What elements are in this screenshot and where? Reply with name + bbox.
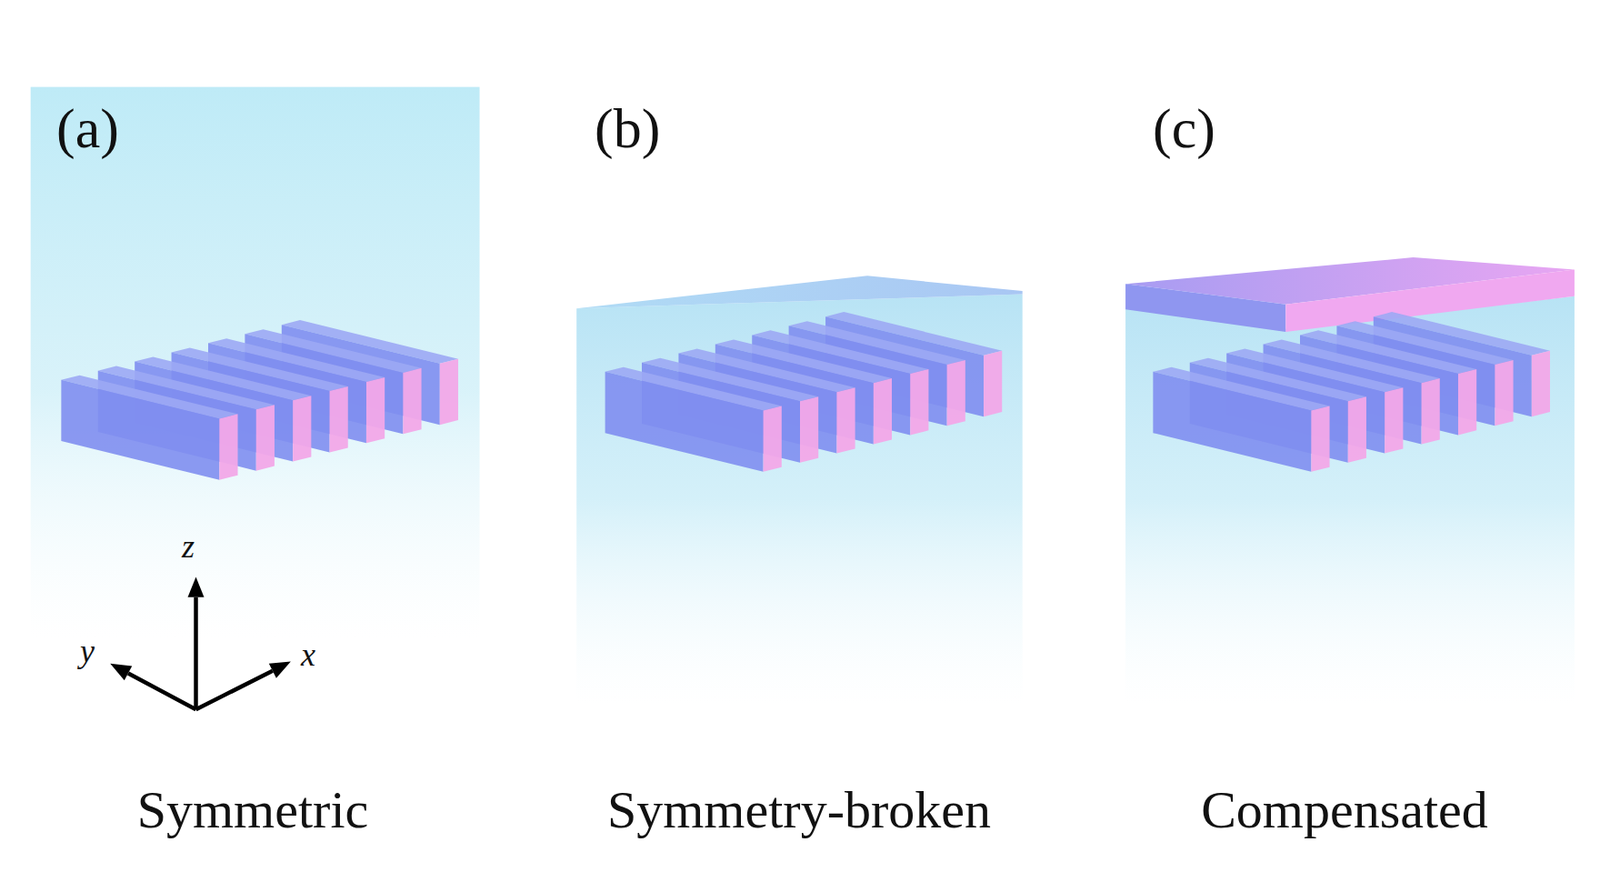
panel-c [1125,257,1575,705]
bar-end [1531,350,1550,417]
bar-end [366,377,385,443]
axis-line [128,672,196,710]
bar-end [1310,405,1330,471]
bar-end [763,405,782,471]
bar-end [219,413,238,480]
panel-b [576,275,1023,704]
axis-line [193,597,198,710]
bar-side [605,371,764,472]
bar-end [873,378,892,444]
bar-end [947,360,966,426]
axis-line [196,670,273,710]
bar-end [1494,360,1513,426]
axis-arrowhead [110,663,132,681]
bar-end [402,368,421,434]
caption: Symmetry-broken [607,783,991,837]
bar-end [440,359,459,425]
bar-end [1421,378,1440,444]
panel-label: (c) [1152,100,1216,157]
bar-end [1458,369,1477,435]
axis-triad [110,576,291,710]
axis-label: z [181,530,195,563]
bar-side [60,380,220,480]
bar-end [836,387,855,453]
slab-side [1125,283,1286,332]
bar-end [800,396,819,462]
axis-label: y [80,634,95,668]
panel-a [30,87,480,639]
bar-side [1152,371,1311,472]
panel-label: (b) [594,100,660,157]
bar-end [1384,387,1403,453]
cladding-box [576,293,1023,704]
bar-end [910,369,929,435]
cladding-top [576,275,1023,309]
caption: Symmetric [137,783,370,837]
bar-end [292,395,311,461]
cladding-fog [30,87,480,639]
cladding-box [1125,296,1575,705]
caption: Compensated [1200,783,1489,837]
bar-end [983,350,1002,417]
bar-end [256,404,275,470]
bar-end [1348,396,1367,462]
panel-label: (a) [56,100,120,157]
axis-arrowhead [188,576,205,597]
axis-arrowhead [269,661,291,679]
bar-end [330,386,349,452]
axis-label: x [300,638,316,671]
